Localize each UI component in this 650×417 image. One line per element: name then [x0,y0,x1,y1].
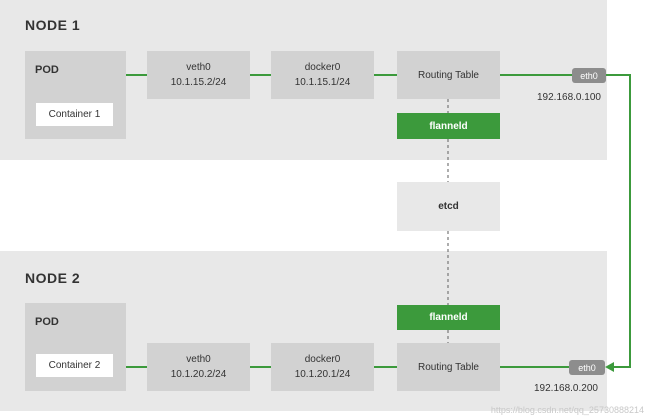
node2-routing-label: Routing Table [418,361,479,373]
node2-veth-ip: 10.1.20.2/24 [170,369,227,380]
node2-pod-label: POD [35,316,59,328]
node2-pod: POD Container 2 [25,303,126,391]
node2-veth-name: veth0 [186,354,211,365]
node2-docker-ip: 10.1.20.1/24 [294,369,351,380]
node1-pod-label: POD [35,64,59,76]
node1-title: NODE 1 [25,17,81,33]
arrowhead [605,362,614,372]
watermark: https://blog.csdn.net/qq_25730888214 [490,405,644,415]
etcd-box: etcd [397,182,500,231]
node1-routing-table: Routing Table [397,51,500,99]
node1-eth0: eth0 [572,68,606,83]
node1-routing-label: Routing Table [418,69,479,81]
node2-eth-ip: 192.168.0.200 [534,383,598,394]
node2-docker: docker0 10.1.20.1/24 [271,343,374,391]
node1-docker: docker0 10.1.15.1/24 [271,51,374,99]
node1-veth-name: veth0 [186,62,211,73]
node2-veth: veth0 10.1.20.2/24 [147,343,250,391]
node2-title: NODE 2 [25,270,81,286]
node1-docker-name: docker0 [304,62,341,73]
node1-veth: veth0 10.1.15.2/24 [147,51,250,99]
node2-flanneld: flanneld [397,305,500,330]
node1-eth-ip: 192.168.0.100 [537,92,601,103]
node1-veth-ip: 10.1.15.2/24 [170,77,227,88]
node2-eth0: eth0 [569,360,605,375]
node2-docker-name: docker0 [304,354,341,365]
node1-flanneld: flanneld [397,113,500,139]
node2-container: Container 2 [36,354,113,377]
node1-container: Container 1 [36,103,113,126]
node1-pod: POD Container 1 [25,51,126,139]
node2-routing-table: Routing Table [397,343,500,391]
link-eth1-eth2 [606,74,631,368]
node1-docker-ip: 10.1.15.1/24 [294,77,351,88]
